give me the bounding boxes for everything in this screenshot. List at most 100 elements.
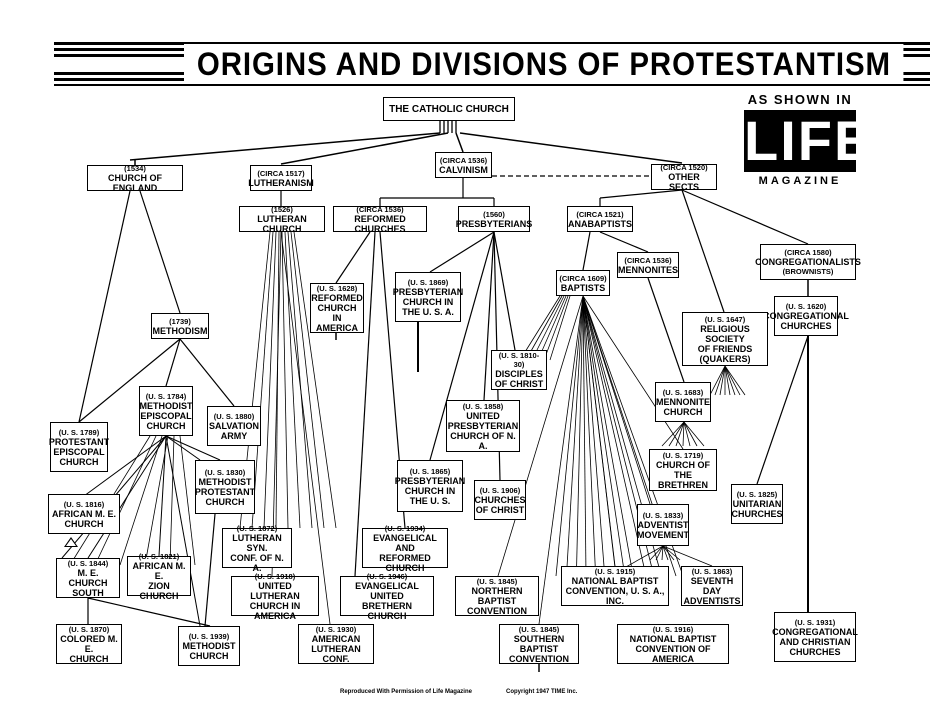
node-name: ANABAPTISTS [568, 218, 633, 229]
baptist-fan-line [537, 295, 567, 361]
node-name: METHODISM [152, 325, 208, 336]
life-magazine-logo: AS SHOWN IN LIFE MAGAZINE [744, 92, 874, 187]
node-name: CHURCH OF ENGLAND [108, 172, 162, 193]
node-name: CHURCH OF THE BRETHREN [656, 459, 710, 490]
branch-calvinism [455, 132, 464, 153]
node-date: (U. S. 1869) [407, 277, 449, 287]
baptist-fan-line [549, 295, 571, 361]
radiate-line [714, 365, 726, 396]
node-date: (1739) [169, 316, 191, 326]
node-name: AFRICAN M. E. CHURCH [52, 508, 116, 529]
node-church-of-the-brethren: (U. S. 1719) CHURCH OF THE BRETHREN [649, 449, 717, 491]
radiate-line [683, 421, 691, 447]
node-date: (U. S. 1863) [691, 566, 733, 576]
life-logo-text: LIFE [744, 109, 874, 172]
lutheran-fan-line [271, 231, 282, 577]
node-name: METHODIST EPISCOPAL CHURCH [139, 400, 193, 431]
connector-line [493, 231, 516, 351]
node-evangelical-and-reformed: (U. S. 1934) EVANGELICAL AND REFORMED CH… [362, 524, 448, 573]
baptist-fan-line [582, 295, 597, 585]
node-name: PRESBYTERIANS [455, 218, 533, 229]
radiate-line [649, 545, 664, 561]
radiate-line [675, 421, 685, 447]
node-salvation-army: (U. S. 1880) SALVATION ARMY [207, 406, 261, 446]
node-lutheranism: (CIRCA 1517) LUTHERANISM [248, 165, 314, 191]
node-date: (CIRCA 1536) [624, 255, 672, 265]
node-quakers: (U. S. 1647) RELIGIOUS SOCIETY OF FRIEND… [682, 312, 768, 366]
baptist-fan-line [582, 295, 587, 577]
node-national-baptist-convention-america: (U. S. 1916) NATIONAL BAPTIST CONVENTION… [617, 624, 729, 664]
node-churches-of-christ: (U. S. 1906) CHURCHES OF CHRIST [474, 480, 526, 520]
connector-line [204, 513, 216, 627]
node-name: LUTHERAN SYN. CONF. OF N. A. [230, 532, 284, 573]
radiate-line [661, 421, 685, 447]
node-date: (U. S. 1915) [594, 566, 636, 576]
radiate-line [662, 545, 669, 561]
node-name: NATIONAL BAPTIST CONVENTION OF AMERICA [629, 633, 717, 664]
fan-line [165, 435, 201, 461]
node-date: (1560) [483, 209, 505, 219]
node-lutheran-syn-conf: (U. S. 1872) LUTHERAN SYN. CONF. OF N. A… [222, 524, 292, 573]
lutheran-fan-line [263, 231, 277, 529]
fan-line [179, 435, 196, 566]
node-disciples-of-christ: (U. S. 1810-30) DISCIPLES OF CHRIST [491, 350, 547, 390]
node-methodist-protestant-church: (U. S. 1830) METHODIST PROTESTANT CHURCH [195, 460, 255, 514]
baptist-fan-line [531, 295, 565, 361]
node-date: (U. S. 1930) [315, 624, 357, 634]
baptist-fan-line [582, 295, 627, 585]
node-name: LUTHERANISM [248, 177, 314, 188]
node-subtitle: (BROWNISTS) [782, 267, 834, 276]
node-african-me-church: (U. S. 1816) AFRICAN M. E. CHURCH [48, 494, 120, 534]
footer-permission: Reproduced With Permission of Life Magaz… [340, 689, 472, 695]
lutheran-fan-line [287, 231, 313, 529]
radiate-line [662, 545, 681, 561]
node-mennonite-church: (U. S. 1683) MENNONITE CHURCH [655, 382, 711, 422]
node-date: (U. S. 1620) [785, 301, 827, 311]
radiate-line [724, 365, 741, 396]
page-title: ORIGINS AND DIVISIONS OF PROTESTANTISM [184, 44, 904, 84]
node-date: (CIRCA 1609) [559, 273, 607, 283]
node-date: (CIRCA 1521) [576, 209, 624, 219]
branch-other-sects [459, 132, 683, 164]
radiate-line [724, 365, 746, 396]
node-colored-me-church: (U. S. 1870) COLORED M. E. CHURCH [56, 624, 122, 664]
connector-line [582, 295, 684, 450]
node-congregationalists: (CIRCA 1580) CONGREGATIONALISTS (BROWNIS… [755, 244, 861, 280]
connector-line [483, 231, 495, 401]
node-date: (1526) [271, 204, 293, 214]
lutheran-fan-line [293, 231, 337, 529]
radiate-line [724, 365, 731, 396]
fan-line [83, 435, 167, 497]
node-date: (CIRCA 1580) [784, 248, 832, 257]
node-united-lutheran-church: (U. S. 1918) UNITED LUTHERAN CHURCH IN A… [231, 572, 319, 621]
radiate-line [683, 421, 698, 447]
node-name: METHODIST PROTESTANT CHURCH [194, 476, 256, 507]
node-date: (U. S. 1880) [213, 411, 255, 421]
connector-line [538, 295, 584, 625]
node-name: PRESBYTERIAN CHURCH IN THE U. S. [394, 475, 466, 506]
branch-england [129, 132, 441, 161]
node-name: AFRICAN M. E. ZION CHURCH [132, 560, 186, 601]
node-name: NORTHERN BAPTIST CONVENTION [466, 585, 527, 616]
node-date: (U. S. 1906) [479, 485, 521, 495]
triangle-marker [64, 537, 78, 547]
radiate-line [682, 421, 685, 447]
node-date: (U. S. 1825) [736, 489, 778, 499]
node-name: BAPTISTS [560, 282, 606, 293]
node-date: (U. S. 1628) [316, 283, 358, 293]
baptist-fan-line [565, 295, 584, 585]
node-name: LUTHERAN CHURCH [257, 213, 307, 234]
node-catholic-church: THE CATHOLIC CHURCH [383, 97, 515, 121]
node-african-me-zion-church: (U. S. 1821) AFRICAN M. E. ZION CHURCH [127, 552, 191, 601]
connector-line [582, 295, 616, 567]
node-date: (U. S. 1918) [254, 571, 296, 581]
node-date: (U. S. 1916) [652, 624, 694, 634]
node-name: OTHER SECTS [668, 171, 700, 192]
node-date: (U. S. 1939) [188, 631, 230, 641]
node-date: (U. S. 1816) [63, 499, 105, 509]
node-name: SOUTHERN BAPTIST CONVENTION [508, 633, 569, 664]
node-date: (U. S. 1830) [204, 467, 246, 477]
node-northern-baptist-convention: (U. S. 1845) NORTHERN BAPTIST CONVENTION [455, 576, 539, 616]
